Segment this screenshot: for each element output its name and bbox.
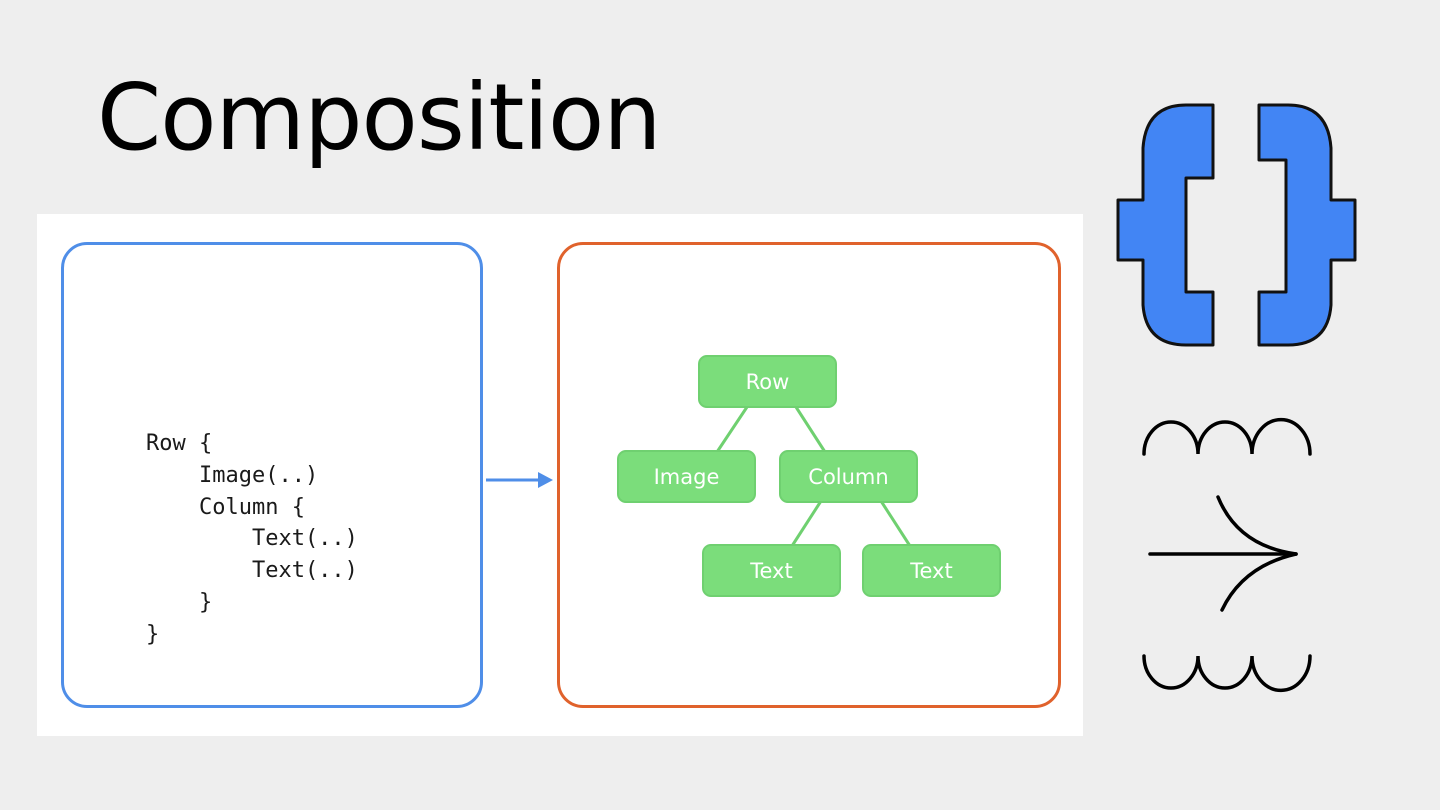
code-block: Row { Image(..) Column { Text(..) Text(.… [146,428,358,651]
tree-node-image: Image [617,450,756,503]
bottom-arcs-icon [1142,654,1312,693]
tree-node-text: Text [702,544,841,597]
transform-arrow-head [538,472,553,488]
code-line: } [146,589,213,615]
curly-braces-icon [1116,103,1357,347]
code-line: Column { [146,494,305,520]
tree-node-text: Text [862,544,1001,597]
code-line: Text(..) [146,558,358,584]
composition-arrow-icon [1142,417,1312,693]
code-line: Row { [146,431,213,456]
code-line: Text(..) [146,526,358,552]
edge-column-text-1 [790,500,823,547]
edge-row-image [715,406,749,453]
tree-node-row: Row [698,355,837,408]
arrow-upper-curve-icon [1216,495,1298,556]
tree-box: Row Image Column Text Text [557,242,1061,708]
edge-column-text-2 [879,500,912,547]
transform-arrow [486,472,553,488]
code-line: Image(..) [146,462,319,488]
slide-title: Composition [97,64,662,171]
left-brace-icon [1116,103,1215,347]
code-box: Row { Image(..) Column { Text(..) Text(.… [61,242,483,708]
diagram-panel: Row { Image(..) Column { Text(..) Text(.… [37,214,1083,736]
edge-row-column [794,406,827,453]
tree-node-column: Column [779,450,918,503]
right-brace-icon [1257,103,1357,347]
tree-edges [715,406,912,547]
arrow-lower-curve-icon [1220,552,1298,612]
code-line: } [146,621,160,647]
top-arcs-icon [1142,417,1312,456]
